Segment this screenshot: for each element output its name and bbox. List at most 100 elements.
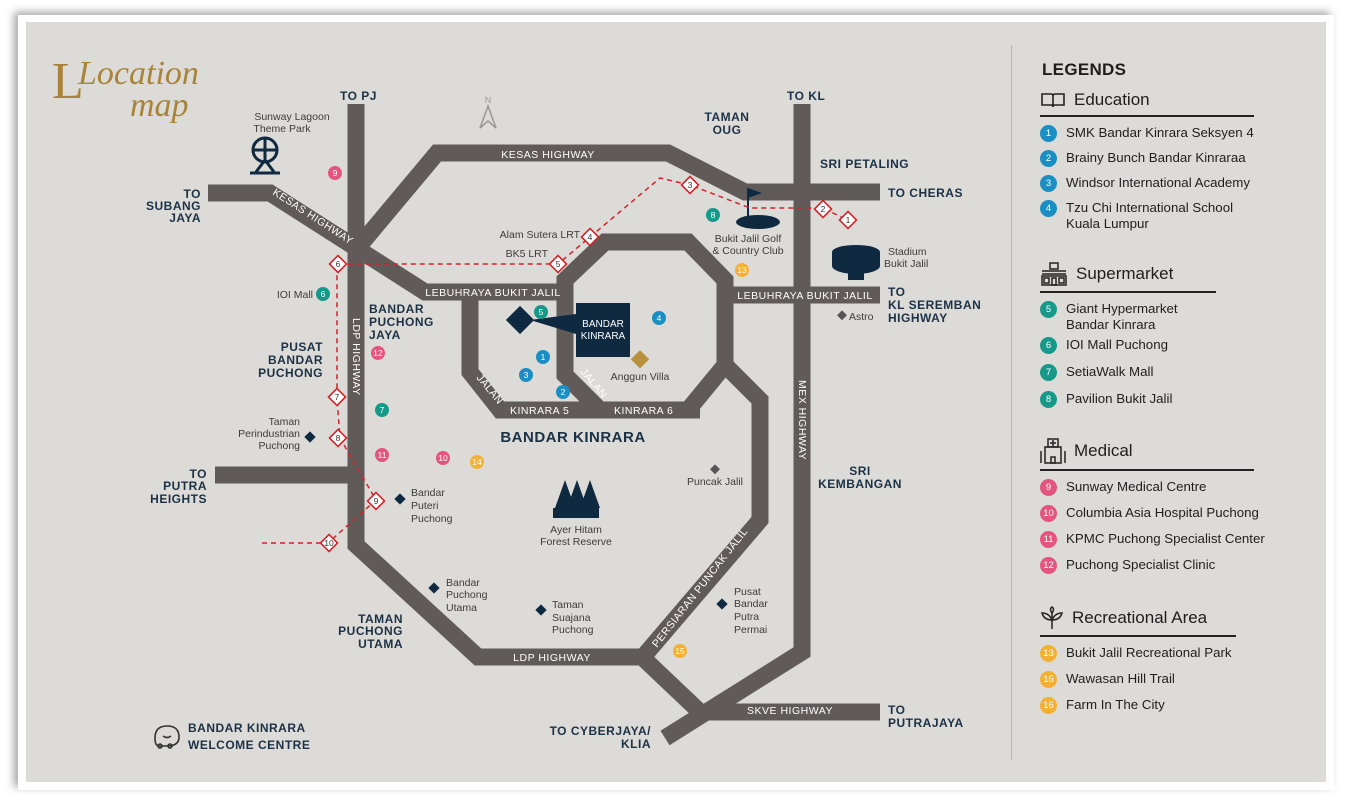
legend-recreation-title: Recreational Area — [1072, 608, 1208, 627]
legend-education-header: Education — [1040, 90, 1254, 117]
legend-medical: Medical — [1040, 438, 1254, 471]
label-alam-sutera-lrt: Alam Sutera LRT — [500, 229, 581, 241]
legend-heading: LEGENDS — [1042, 60, 1127, 79]
ferris-wheel-icon — [250, 136, 280, 175]
diamond-icon — [716, 598, 728, 610]
label-astro: Astro — [849, 311, 874, 323]
svg-text:7: 7 — [335, 392, 340, 402]
marker-supermarket-7[interactable]: 7 — [375, 403, 389, 417]
marker-education-2[interactable]: 2 — [556, 385, 570, 399]
svg-text:10: 10 — [438, 453, 448, 463]
lrt-station-4[interactable]: 4 — [580, 227, 600, 247]
marker-medical-9[interactable]: 9 — [328, 166, 342, 180]
lrt-station-7[interactable]: 7 — [327, 387, 347, 407]
legend-number: 13 — [1040, 645, 1057, 662]
diamond-icon — [304, 431, 316, 443]
svg-text:4: 4 — [657, 313, 662, 323]
legend-label: KPMC Puchong Specialist Center — [1066, 531, 1265, 546]
legend-label: Brainy Bunch Bandar Kinraraa — [1066, 150, 1246, 165]
road-label-mex: MEX HIGHWAY — [796, 380, 808, 460]
legend-label: SetiaWalk Mall — [1066, 364, 1154, 379]
marker-medical-12[interactable]: 12 — [371, 346, 385, 360]
kesas-highway — [353, 144, 880, 251]
svg-text:6: 6 — [336, 259, 341, 269]
marker-education-1[interactable]: 1 — [536, 350, 550, 364]
lrt-station-8[interactable]: 8 — [328, 428, 348, 448]
lrt-station-3[interactable]: 3 — [680, 175, 700, 195]
marker-education-4[interactable]: 4 — [652, 311, 666, 325]
anggun-villa-diamond-icon — [630, 350, 650, 369]
svg-text:8: 8 — [336, 433, 341, 443]
marker-recreation-13[interactable]: 13 — [735, 263, 749, 277]
legend-label: Giant Hypermarket Bandar Kinrara — [1066, 301, 1178, 332]
welcome-centre[interactable]: BANDAR KINRARA WELCOME CENTRE — [154, 721, 310, 752]
marker-education-3[interactable]: 3 — [519, 368, 533, 382]
title-line1: Location — [77, 55, 199, 92]
lrt-station-2[interactable]: 2 — [813, 199, 833, 219]
road-label-skve: SKVE HIGHWAY — [747, 705, 833, 717]
forest-icon — [553, 480, 600, 518]
legend-number: 1 — [1040, 125, 1057, 142]
road-label-lebuhraya-east: LEBUHRAYA BUKIT JALIL — [737, 290, 872, 302]
lrt-station-5[interactable]: 5 — [548, 254, 568, 274]
roads — [208, 104, 880, 746]
svg-text:5: 5 — [539, 307, 544, 317]
project-label-2: KINRARA — [581, 331, 626, 342]
marker-supermarket-5[interactable]: 5 — [534, 305, 548, 319]
book-icon — [1041, 93, 1065, 108]
label-bk5-lrt: BK5 LRT — [506, 248, 549, 260]
label-to-kl: TO KL — [787, 89, 825, 103]
marker-medical-11[interactable]: 11 — [375, 448, 389, 462]
diamond-icon — [535, 604, 547, 616]
marker-recreation-15[interactable]: 15 — [673, 644, 687, 658]
label-golf: Bukit Jalil Golf& Country Club — [712, 233, 783, 257]
svg-text:3: 3 — [524, 370, 529, 380]
road-label-lebuhraya-west: LEBUHRAYA BUKIT JALIL — [425, 287, 560, 299]
supermarket-icon — [1041, 262, 1067, 286]
lrt-station-10[interactable]: 10 — [319, 533, 339, 553]
hospital-icon — [1040, 438, 1066, 464]
legend-supermarket: Supermarket — [1040, 262, 1216, 293]
legend-education-title: Education — [1074, 90, 1150, 109]
lrt-station-9[interactable]: 9 — [366, 491, 386, 511]
title-letter-l: L — [52, 53, 84, 110]
marker-supermarket-6[interactable]: 6 — [316, 287, 330, 301]
legend-number: 16 — [1040, 697, 1057, 714]
svg-text:5: 5 — [556, 259, 561, 269]
marker-medical-10[interactable]: 10 — [436, 451, 450, 465]
kesas-highway-west — [208, 184, 565, 301]
lrt-station-1[interactable]: 1 — [838, 210, 858, 230]
legend-number: 9 — [1040, 479, 1057, 496]
lrt-station-6[interactable]: 6 — [328, 254, 348, 274]
bandar-kinrara-project-marker[interactable]: BANDAR KINRARA — [505, 303, 630, 357]
legend-supermarket-title: Supermarket — [1076, 264, 1174, 283]
legend-number: 15 — [1040, 671, 1057, 688]
legend-label: Tzu Chi International School Kuala Lumpu… — [1066, 200, 1234, 231]
road-label-ldp-vertical: LDP HIGHWAY — [350, 318, 362, 396]
legend-recreation-header: Recreational Area — [1040, 606, 1236, 637]
marker-supermarket-8[interactable]: 8 — [706, 208, 720, 222]
place-diamonds — [304, 310, 847, 616]
svg-text:7: 7 — [380, 405, 385, 415]
svg-text:N: N — [485, 95, 492, 105]
marker-recreation-14[interactable]: 14 — [470, 455, 484, 469]
diamond-icon — [428, 582, 440, 594]
